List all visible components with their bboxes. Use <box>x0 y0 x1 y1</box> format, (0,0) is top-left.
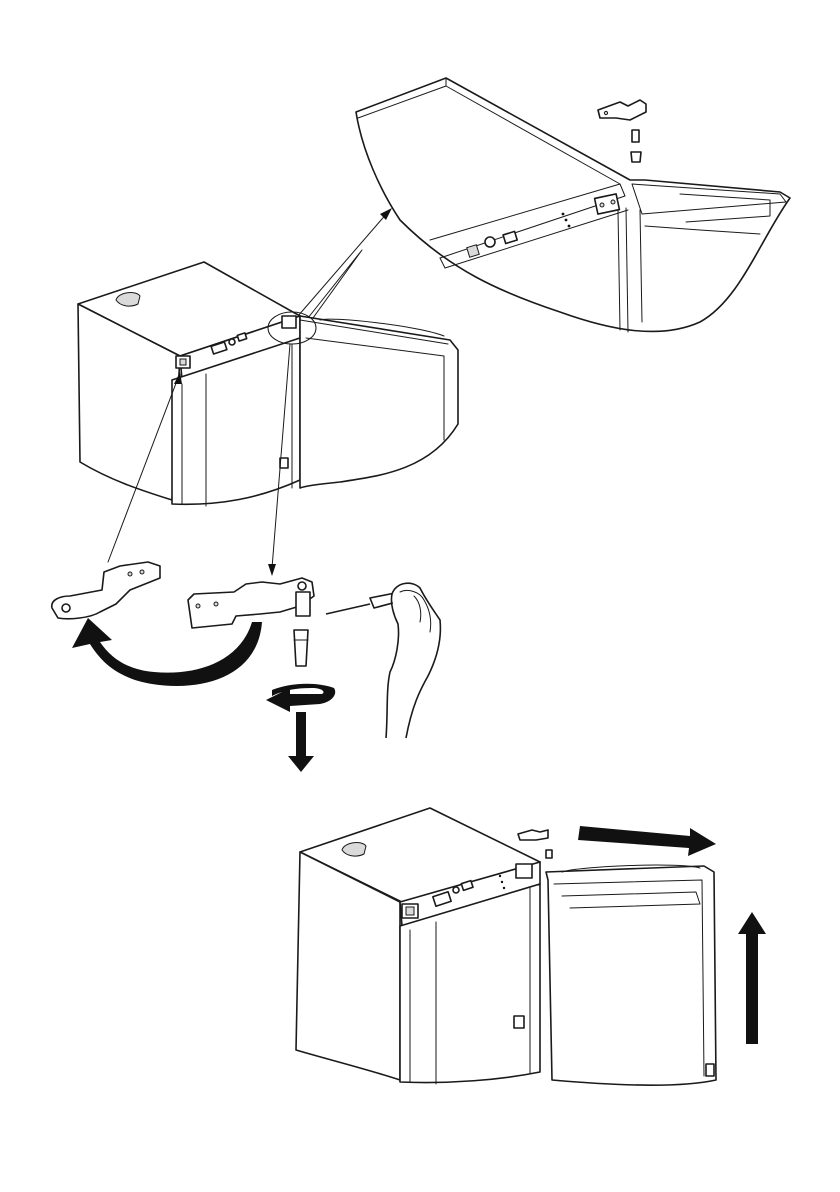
hinge-parts <box>52 562 441 772</box>
zoom-hinge-plate <box>595 194 620 214</box>
zoom-cabinet-top <box>356 78 790 331</box>
fridge-upper <box>78 262 458 506</box>
fridge-lower <box>296 808 766 1085</box>
screwdriver <box>326 604 370 614</box>
zoom-leader-line <box>298 212 388 316</box>
zoom-detail-view <box>356 78 790 332</box>
zoom-knob <box>485 237 495 247</box>
zoom-hinge-pin <box>632 130 639 142</box>
zoom-hinge-cap <box>631 152 641 162</box>
hinge-bracket <box>188 578 314 628</box>
down-arrow <box>288 712 314 772</box>
fridge-lower-door <box>546 866 716 1085</box>
lower-hinge-bracket <box>518 830 548 840</box>
lift-up-arrow <box>738 912 766 1044</box>
zoom-hinge-bracket <box>598 100 646 120</box>
hand <box>386 583 440 738</box>
slide-right-arrow <box>578 826 716 856</box>
zoom-switch <box>467 245 479 257</box>
rotate-arrow <box>266 684 335 712</box>
hinge-pin <box>294 630 308 666</box>
lower-hinge-pin <box>546 850 552 858</box>
flip-arrow <box>72 618 262 686</box>
